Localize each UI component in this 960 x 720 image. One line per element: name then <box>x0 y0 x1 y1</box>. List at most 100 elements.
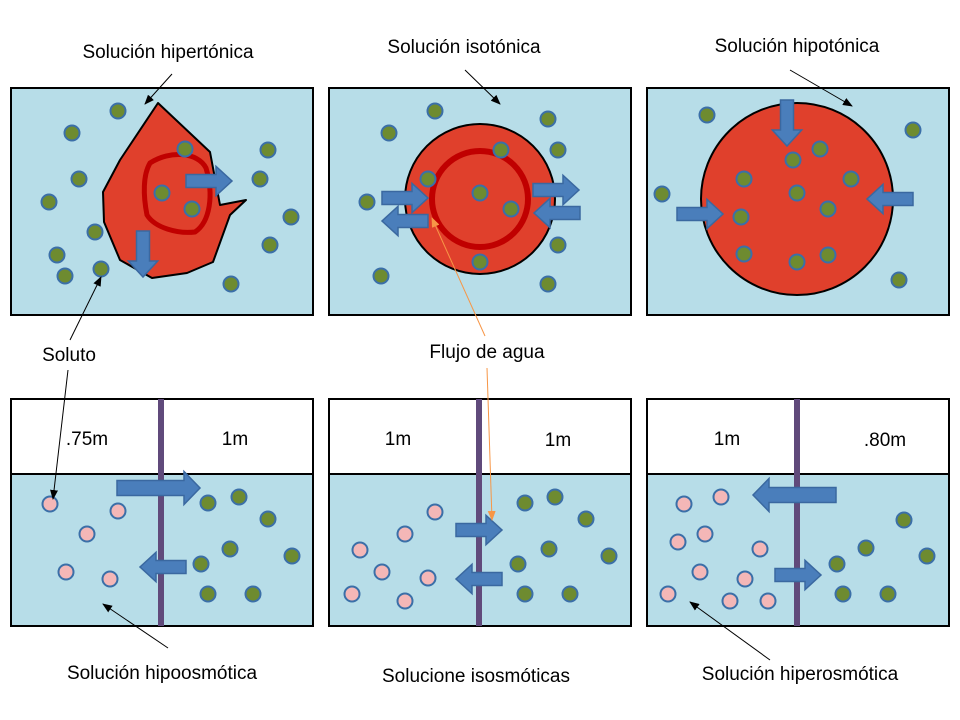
label-hypertonic: Solución hipertónica <box>82 42 254 63</box>
solute-particle <box>732 208 750 226</box>
solute-particle <box>918 547 936 565</box>
solute-particle <box>675 495 693 513</box>
solute-particles <box>40 102 936 610</box>
conc-hyper-right: .80m <box>864 430 906 451</box>
solute-particle <box>101 570 119 588</box>
solute-particle <box>904 121 922 139</box>
solute-particle <box>842 170 860 188</box>
pointer-hypotonic <box>789 69 853 107</box>
water-flow-arrows <box>116 99 914 596</box>
water-flow-arrow <box>126 230 160 279</box>
solute-particle <box>721 592 739 610</box>
conc-hypo-right: 1m <box>222 429 248 450</box>
solute-particle <box>373 563 391 581</box>
solute-particle <box>57 563 75 581</box>
solute-particle <box>540 540 558 558</box>
water-flow-arrow <box>770 99 804 148</box>
label-hyperosmotic: Solución hiperosmótica <box>702 664 899 685</box>
membrane <box>794 399 800 626</box>
solute-particle <box>78 525 96 543</box>
pointer-lines <box>50 69 853 661</box>
solute-particle <box>857 539 875 557</box>
solute-particle <box>251 170 269 188</box>
solute-particle <box>834 585 852 603</box>
solute-particle <box>669 533 687 551</box>
label-hypotonic: Solución hipotónica <box>715 36 880 57</box>
solute-particle <box>41 495 59 513</box>
water-flow-arrow <box>185 164 234 198</box>
solute-particle <box>40 193 58 211</box>
water-flow-arrow <box>381 181 430 215</box>
solute-particle <box>63 124 81 142</box>
solute-particle <box>199 494 217 512</box>
pointer-hypoosmotic <box>102 603 169 649</box>
solute-particle <box>396 592 414 610</box>
solute-particle <box>759 592 777 610</box>
solute-particle <box>426 503 444 521</box>
conc-iso-right: 1m <box>545 430 571 451</box>
solute-particle <box>153 184 171 202</box>
solute-particle <box>244 585 262 603</box>
water-flow-arrow <box>751 476 837 514</box>
solute-particle <box>549 236 567 254</box>
solute-particle <box>698 106 716 124</box>
water-flow-arrow <box>380 204 429 238</box>
label-isosmotic: Solucione isosmóticas <box>382 666 570 687</box>
solute-particle <box>380 124 398 142</box>
water-flow-arrow <box>774 558 823 592</box>
solute-particle <box>895 511 913 529</box>
solute-particle <box>372 267 390 285</box>
membrane <box>476 399 482 626</box>
solute-particle <box>109 102 127 120</box>
solute-particle <box>92 260 110 278</box>
water-flow-arrow <box>532 173 581 207</box>
solute-particle <box>516 494 534 512</box>
solute-particle <box>879 585 897 603</box>
solute-particle <box>396 525 414 543</box>
hyperosmotic-beaker <box>646 398 950 627</box>
solute-particle <box>828 555 846 573</box>
solute-particle <box>221 540 239 558</box>
solute-particle <box>751 540 769 558</box>
solute-particle <box>735 245 753 263</box>
pointer-hypertonic <box>144 73 173 105</box>
label-solute: Soluto <box>42 345 96 366</box>
solute-particle <box>48 246 66 264</box>
solute-particle <box>712 488 730 506</box>
solute-particle <box>199 585 217 603</box>
solute-particle <box>471 253 489 271</box>
solute-particle <box>86 223 104 241</box>
solute-particle <box>426 102 444 120</box>
label-water-flow: Flujo de agua <box>429 342 545 363</box>
conc-iso-left: 1m <box>385 429 411 450</box>
solute-particle <box>70 170 88 188</box>
solute-particle <box>696 525 714 543</box>
solute-particle <box>343 585 361 603</box>
solute-particle <box>192 555 210 573</box>
solute-particle <box>600 547 618 565</box>
solute-particle <box>109 502 127 520</box>
solute-particle <box>659 585 677 603</box>
solute-particle <box>735 170 753 188</box>
pointer-solute-bottom <box>50 369 69 500</box>
pointer-water-flow-bottom <box>486 367 496 521</box>
pointer-hyperosmotic <box>689 601 771 661</box>
conc-hyper-left: 1m <box>714 429 740 450</box>
water-flow-arrow <box>116 469 202 507</box>
solute-particle <box>784 151 802 169</box>
solute-particle <box>691 563 709 581</box>
solute-particle <box>351 541 369 559</box>
membrane <box>158 399 164 626</box>
isosmotic-beaker <box>328 398 632 627</box>
solute-particle <box>788 184 806 202</box>
pointer-isotonic <box>464 69 501 105</box>
solute-particle <box>56 267 74 285</box>
label-isotonic: Solución isotónica <box>387 37 541 58</box>
solute-particle <box>230 488 248 506</box>
solute-particle <box>419 569 437 587</box>
solute-particle <box>811 140 829 158</box>
label-hypoosmotic: Solución hipoosmótica <box>67 663 258 684</box>
solute-particle <box>546 488 564 506</box>
solute-particle <box>736 570 754 588</box>
